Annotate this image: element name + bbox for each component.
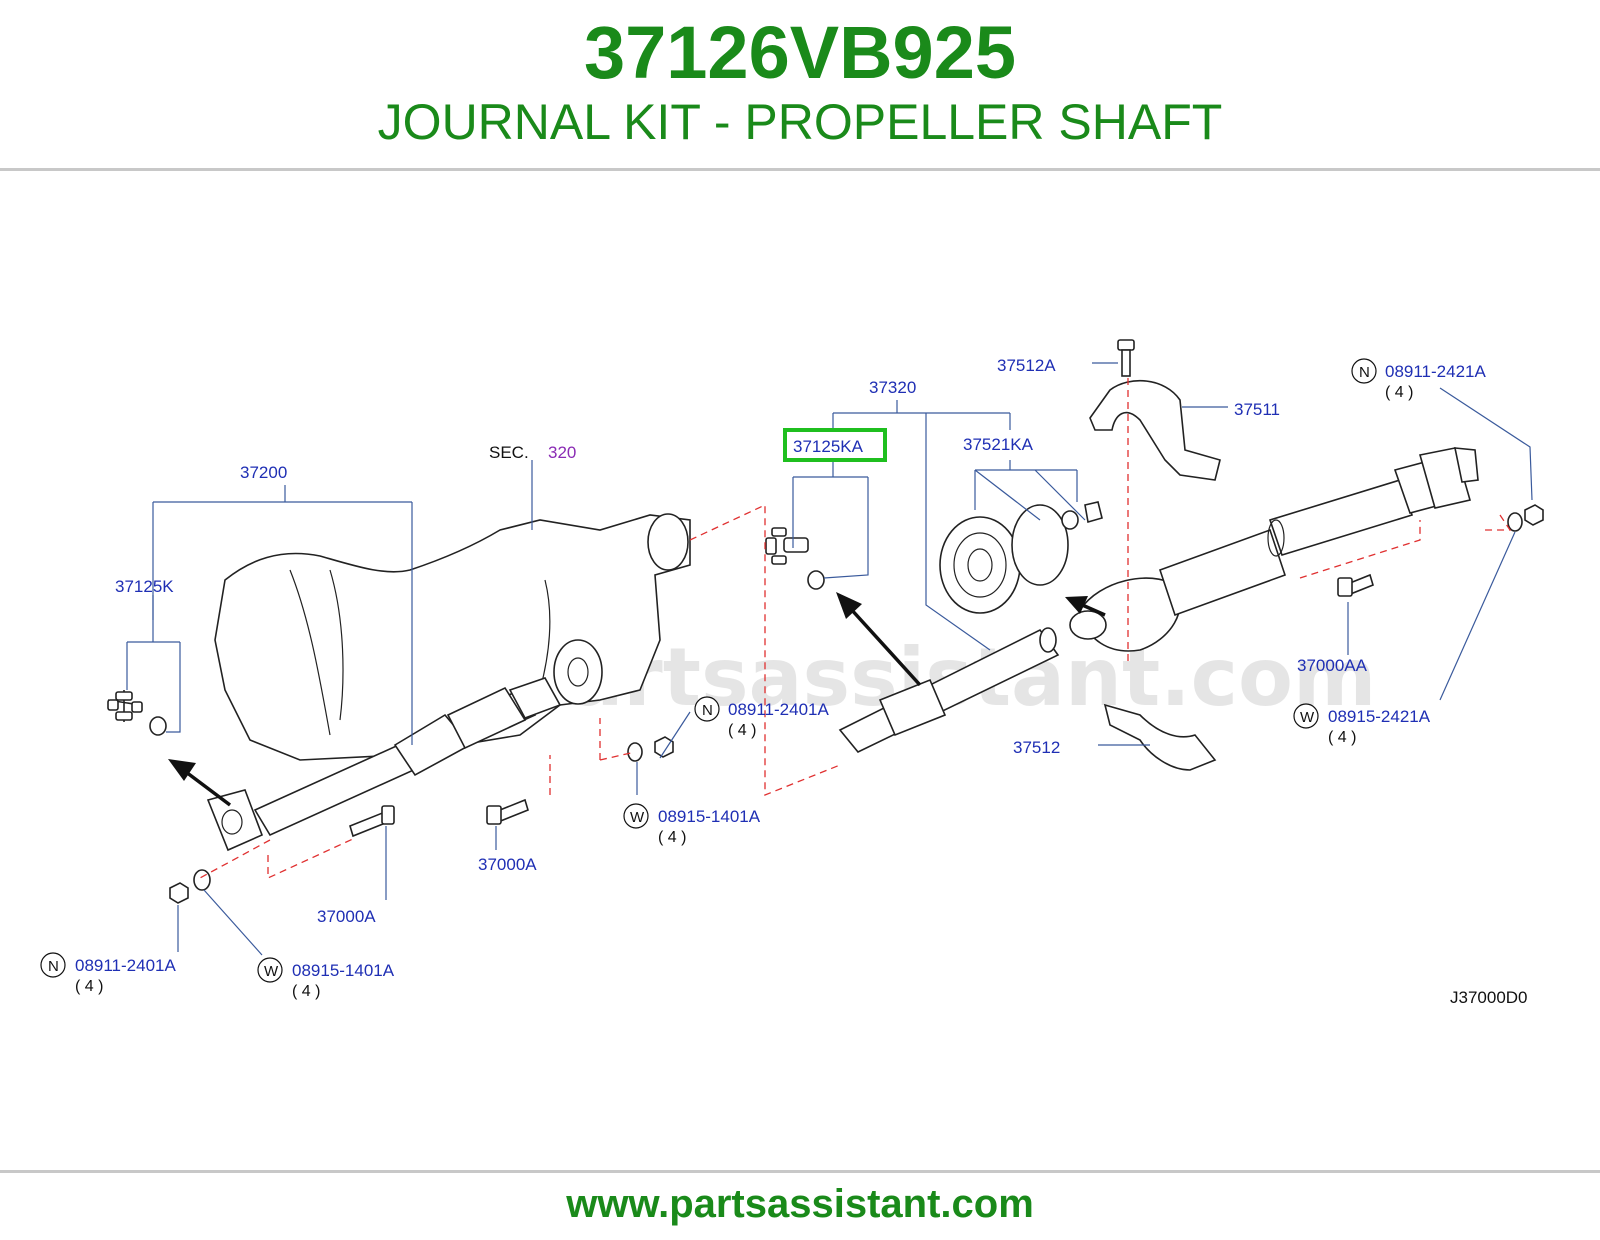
footer-url[interactable]: www.partsassistant.com [566,1182,1034,1226]
bottom-divider [0,1170,1600,1173]
washer-badge-icon [1293,703,1319,729]
label-37000A-front[interactable]: 37000A [317,907,376,926]
label-37000A-trans[interactable]: 37000A [478,855,537,874]
svg-text:( 4 ): ( 4 ) [728,722,756,739]
svg-text:( 4 ): ( 4 ) [658,829,686,846]
svg-text:08915-2421A: 08915-2421A [1328,707,1431,726]
label-37521KA[interactable]: 37521KA [963,435,1034,454]
svg-text:W: W [264,963,279,980]
rear-propeller-shaft [838,447,1479,753]
callout-w-08915-1401A-front[interactable]: W 08915-1401A ( 4 ) [257,957,395,1000]
bolt-front-2 [486,798,529,825]
callout-n-08911-2401A-front[interactable]: N 08911-2401A ( 4 ) [40,952,176,995]
label-37512[interactable]: 37512 [1013,738,1060,757]
svg-text:( 4 ): ( 4 ) [1328,729,1356,746]
svg-text:08911-2401A: 08911-2401A [75,956,176,975]
journal-cross-front [107,690,167,736]
label-37512A[interactable]: 37512A [997,356,1056,375]
callout-n-08911-2421A-rear[interactable]: N 08911-2421A ( 4 ) [1351,358,1486,401]
alignment-dashes [199,378,1512,880]
label-37511[interactable]: 37511 [1234,400,1280,419]
front-propeller-shaft [206,677,562,852]
label-37125K[interactable]: 37125K [115,577,174,596]
label-sec: SEC. [489,443,529,462]
svg-text:N: N [1359,364,1370,381]
nut-badge-icon [694,696,720,722]
washer-badge-icon [257,957,283,983]
svg-text:( 4 ): ( 4 ) [1385,384,1413,401]
svg-text:( 4 ): ( 4 ) [292,983,320,1000]
support-bracket-upper [1089,339,1221,481]
nut-badge-icon [40,952,66,978]
callout-w-08915-2421A-rear[interactable]: W 08915-2421A ( 4 ) [1293,703,1431,746]
diagram-code: J37000D0 [1450,988,1528,1007]
leader-lines [126,362,1533,956]
label-37000AA[interactable]: 37000AA [1297,656,1368,675]
washer-badge-icon [623,803,649,829]
nuts-washers [169,504,1544,904]
svg-text:( 4 ): ( 4 ) [75,978,103,995]
nut-badge-icon [1351,358,1377,384]
svg-text:08911-2421A: 08911-2421A [1385,362,1486,381]
center-bearing [939,501,1103,614]
support-bracket-lower [1103,703,1217,771]
pointer-arrows [168,592,1106,807]
part-name-subtitle: JOURNAL KIT - PROPELLER SHAFT [377,94,1223,150]
bolt-front-1 [349,805,395,838]
label-37200[interactable]: 37200 [240,463,287,482]
svg-text:08915-1401A: 08915-1401A [292,961,395,980]
top-divider [0,168,1600,171]
svg-text:N: N [48,958,59,975]
journal-cross-rear [765,527,825,590]
highlight-box-37125KA [783,428,887,462]
svg-text:08915-1401A: 08915-1401A [658,807,761,826]
svg-text:08911-2401A: 08911-2401A [728,700,829,719]
label-37320[interactable]: 37320 [869,378,916,397]
svg-text:W: W [1300,709,1315,726]
svg-text:N: N [702,702,713,719]
label-37125KA[interactable]: 37125KA [793,437,864,456]
svg-text:W: W [630,809,645,826]
callout-w-08915-1401A-center[interactable]: W 08915-1401A ( 4 ) [623,803,761,846]
callout-n-08911-2401A-center[interactable]: N 08911-2401A ( 4 ) [694,696,829,739]
label-sec-number[interactable]: 320 [548,443,576,462]
transmission-housing [214,513,691,761]
part-number-title: 37126VB925 [583,11,1017,94]
bolt-rear [1337,573,1374,597]
